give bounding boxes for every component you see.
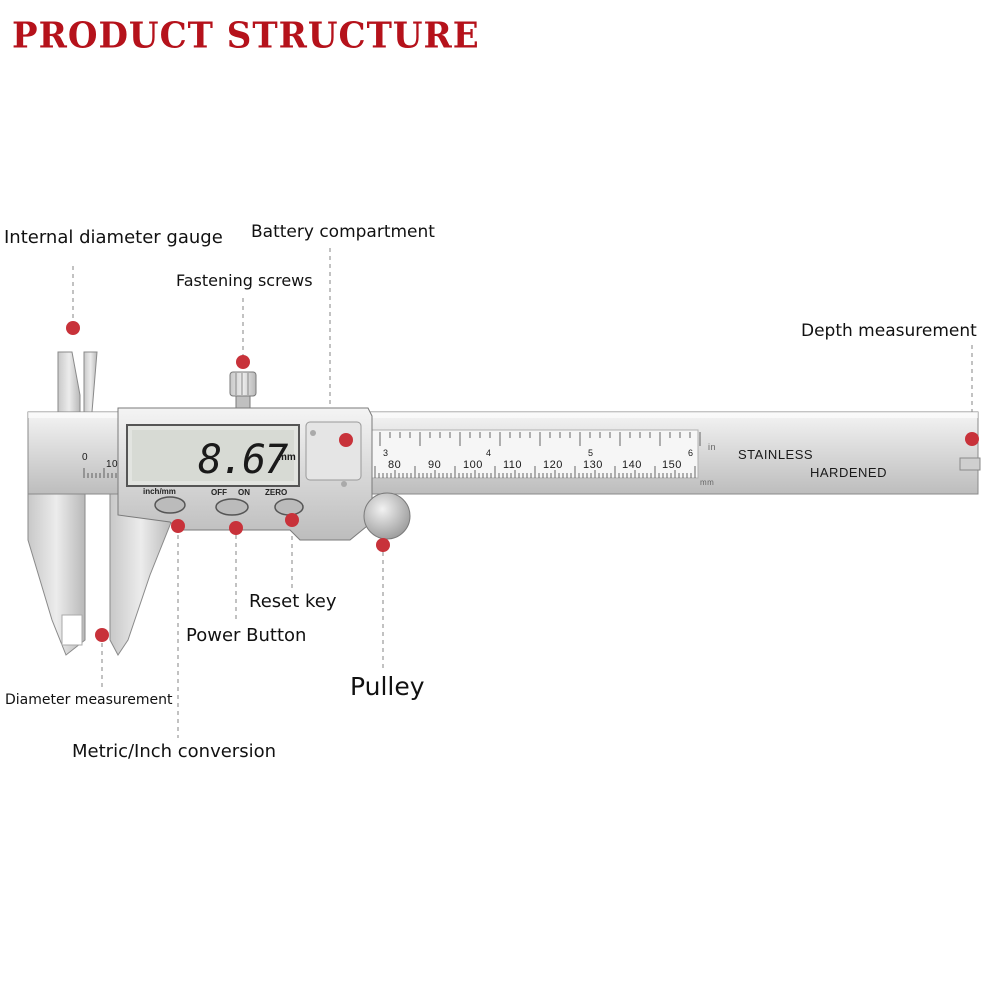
inch-scale-label: 6: [688, 448, 694, 458]
mm-scale-label: 150: [662, 459, 682, 471]
label-metric-inch-conversion: Metric/Inch conversion: [72, 741, 277, 762]
label-pulley: Pulley: [350, 672, 425, 701]
mm-scale-label: 130: [583, 459, 603, 471]
mm-scale-label: 100: [463, 459, 483, 471]
unit-mm: mm: [700, 478, 715, 487]
label-power-button: Power Button: [186, 625, 307, 646]
inch-scale-label: 3: [383, 448, 389, 458]
label-depth-measurement: Depth measurement: [801, 321, 977, 341]
marker-internal: [66, 321, 80, 335]
label-reset-key: Reset key: [249, 591, 337, 612]
pulley-wheel: [363, 492, 411, 540]
mm-scale-label: 80: [388, 459, 402, 471]
internal-jaw-sliding: [83, 351, 98, 413]
marker-reset: [285, 513, 299, 527]
marker-battery: [339, 433, 353, 447]
internal-jaw-fixed: [57, 351, 81, 413]
marker-diam: [95, 628, 109, 642]
mm-scale-label: 140: [622, 459, 642, 471]
label-fastening-screws: Fastening screws: [176, 271, 313, 290]
marker-pulley: [376, 538, 390, 552]
lcd-unit: mm: [278, 452, 296, 463]
depth-rod: [959, 457, 981, 471]
page-title: PRODUCT STRUCTURE: [12, 15, 480, 57]
label-internal-diameter-gauge: Internal diameter gauge: [4, 227, 223, 248]
marker-fasten: [236, 355, 250, 369]
fastening-screw: [229, 371, 257, 397]
marker-power: [229, 521, 243, 535]
mm-scale-label: 110: [503, 459, 523, 471]
marker-depth: [965, 432, 979, 446]
lcd-readout: 8.67: [198, 437, 288, 483]
engraving-hardened: HARDENED: [810, 465, 887, 480]
marker-metric: [171, 519, 185, 533]
unit-in: in: [708, 442, 717, 452]
label-battery-compartment: Battery compartment: [251, 222, 435, 242]
inch-scale-label: 5: [588, 448, 594, 458]
inch-mm-button: [154, 496, 186, 514]
inch-mm-label: inch/mm: [143, 487, 176, 496]
power-button: [215, 498, 249, 516]
on-label: ON: [238, 488, 250, 497]
engraving-stainless: STAINLESS: [738, 447, 814, 462]
off-label: OFF: [211, 488, 227, 497]
mm-scale-label: 120: [543, 459, 563, 471]
inch-scale-label: 4: [486, 448, 492, 458]
left-scale-label: 0: [82, 452, 89, 463]
mm-scale-label: 90: [428, 459, 442, 471]
reset-button: [274, 498, 304, 516]
zero-label: ZERO: [265, 488, 288, 497]
label-diameter-measurement: Diameter measurement: [5, 692, 173, 708]
left-scale-label: 10: [106, 459, 119, 470]
